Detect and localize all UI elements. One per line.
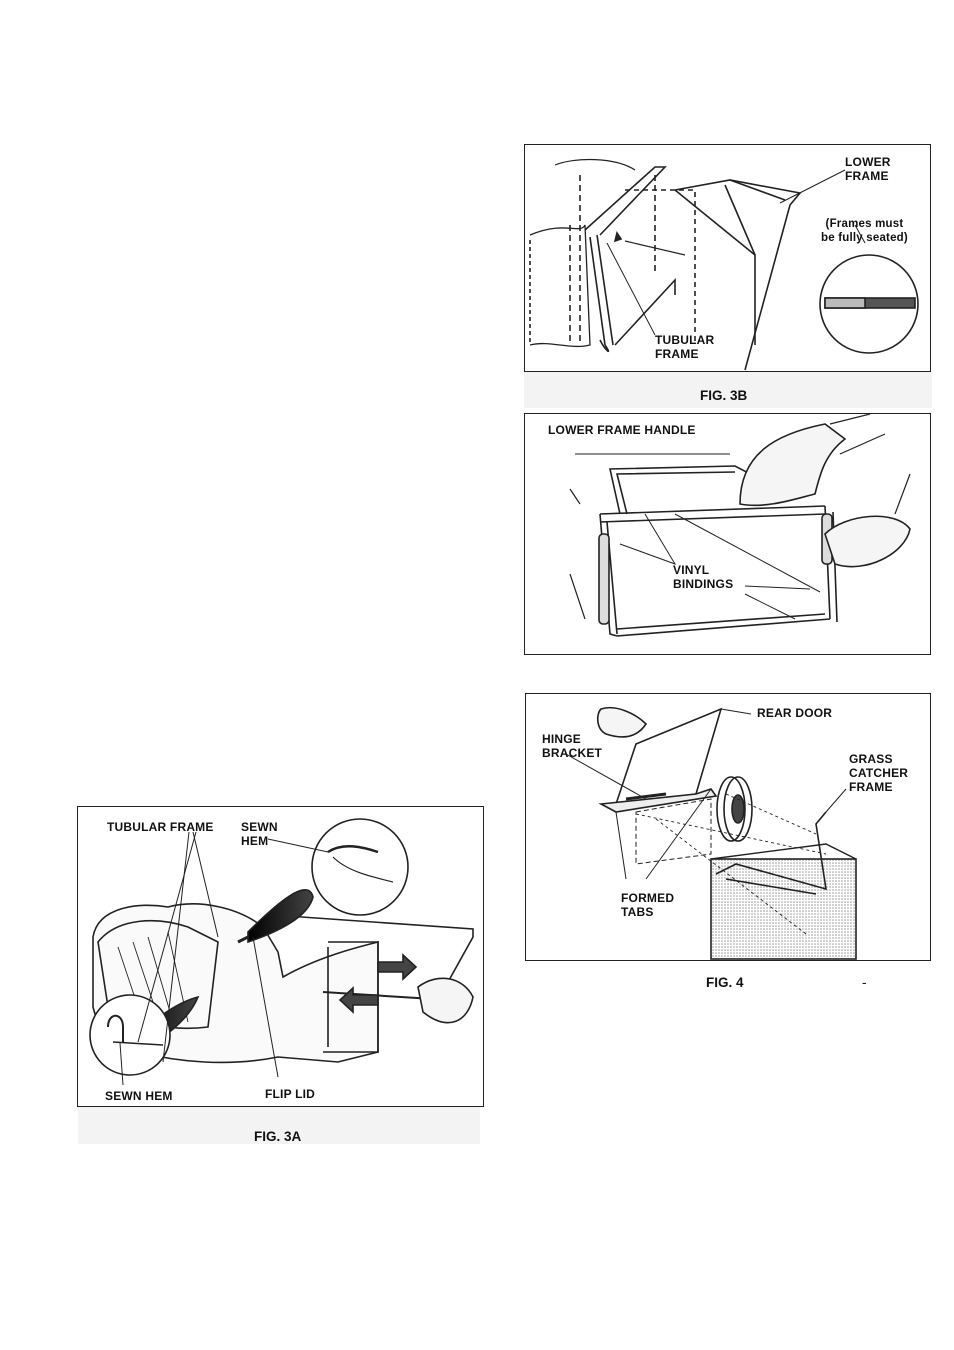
- label-grass-catcher-frame: GRASS CATCHER FRAME: [849, 752, 908, 794]
- figure-caption-3b: FIG. 3B: [700, 388, 747, 403]
- label-lower-frame: LOWER FRAME: [845, 155, 891, 183]
- label-formed-tabs: FORMED TABS: [621, 891, 674, 919]
- label-hinge-bracket: HINGE BRACKET: [542, 732, 602, 760]
- label-sewn-hem-bottom: SEWN HEM: [105, 1089, 173, 1103]
- label-vinyl-bindings: VINYL BINDINGS: [673, 563, 733, 591]
- figure-3c-panel: LOWER FRAME HANDLE VINYL BINDINGS: [524, 413, 931, 655]
- label-sewn-hem-top: SEWN HEM: [241, 820, 278, 848]
- figure-3c-illustration: [525, 414, 931, 655]
- label-tubular-frame: TUBULAR FRAME: [655, 333, 714, 361]
- label-tubular-frame: TUBULAR FRAME: [107, 820, 214, 834]
- stray-dash-mark: -: [862, 975, 867, 990]
- figure-3a-illustration: [78, 807, 484, 1107]
- figure-4-panel: REAR DOOR HINGE BRACKET GRASS CATCHER FR…: [525, 693, 931, 961]
- figure-3b-panel: LOWER FRAME (Frames must be fully seated…: [524, 144, 931, 372]
- figure-caption-4: FIG. 4: [706, 975, 744, 990]
- figure-caption-3a: FIG. 3A: [254, 1129, 301, 1144]
- figure-3a-panel: TUBULAR FRAME SEWN HEM SEWN HEM FLIP LID: [77, 806, 484, 1107]
- label-flip-lid: FLIP LID: [265, 1087, 315, 1101]
- label-frames-seated-note: (Frames must be fully seated): [821, 217, 908, 245]
- label-lower-frame-handle: LOWER FRAME HANDLE: [548, 423, 696, 437]
- label-rear-door: REAR DOOR: [757, 706, 832, 720]
